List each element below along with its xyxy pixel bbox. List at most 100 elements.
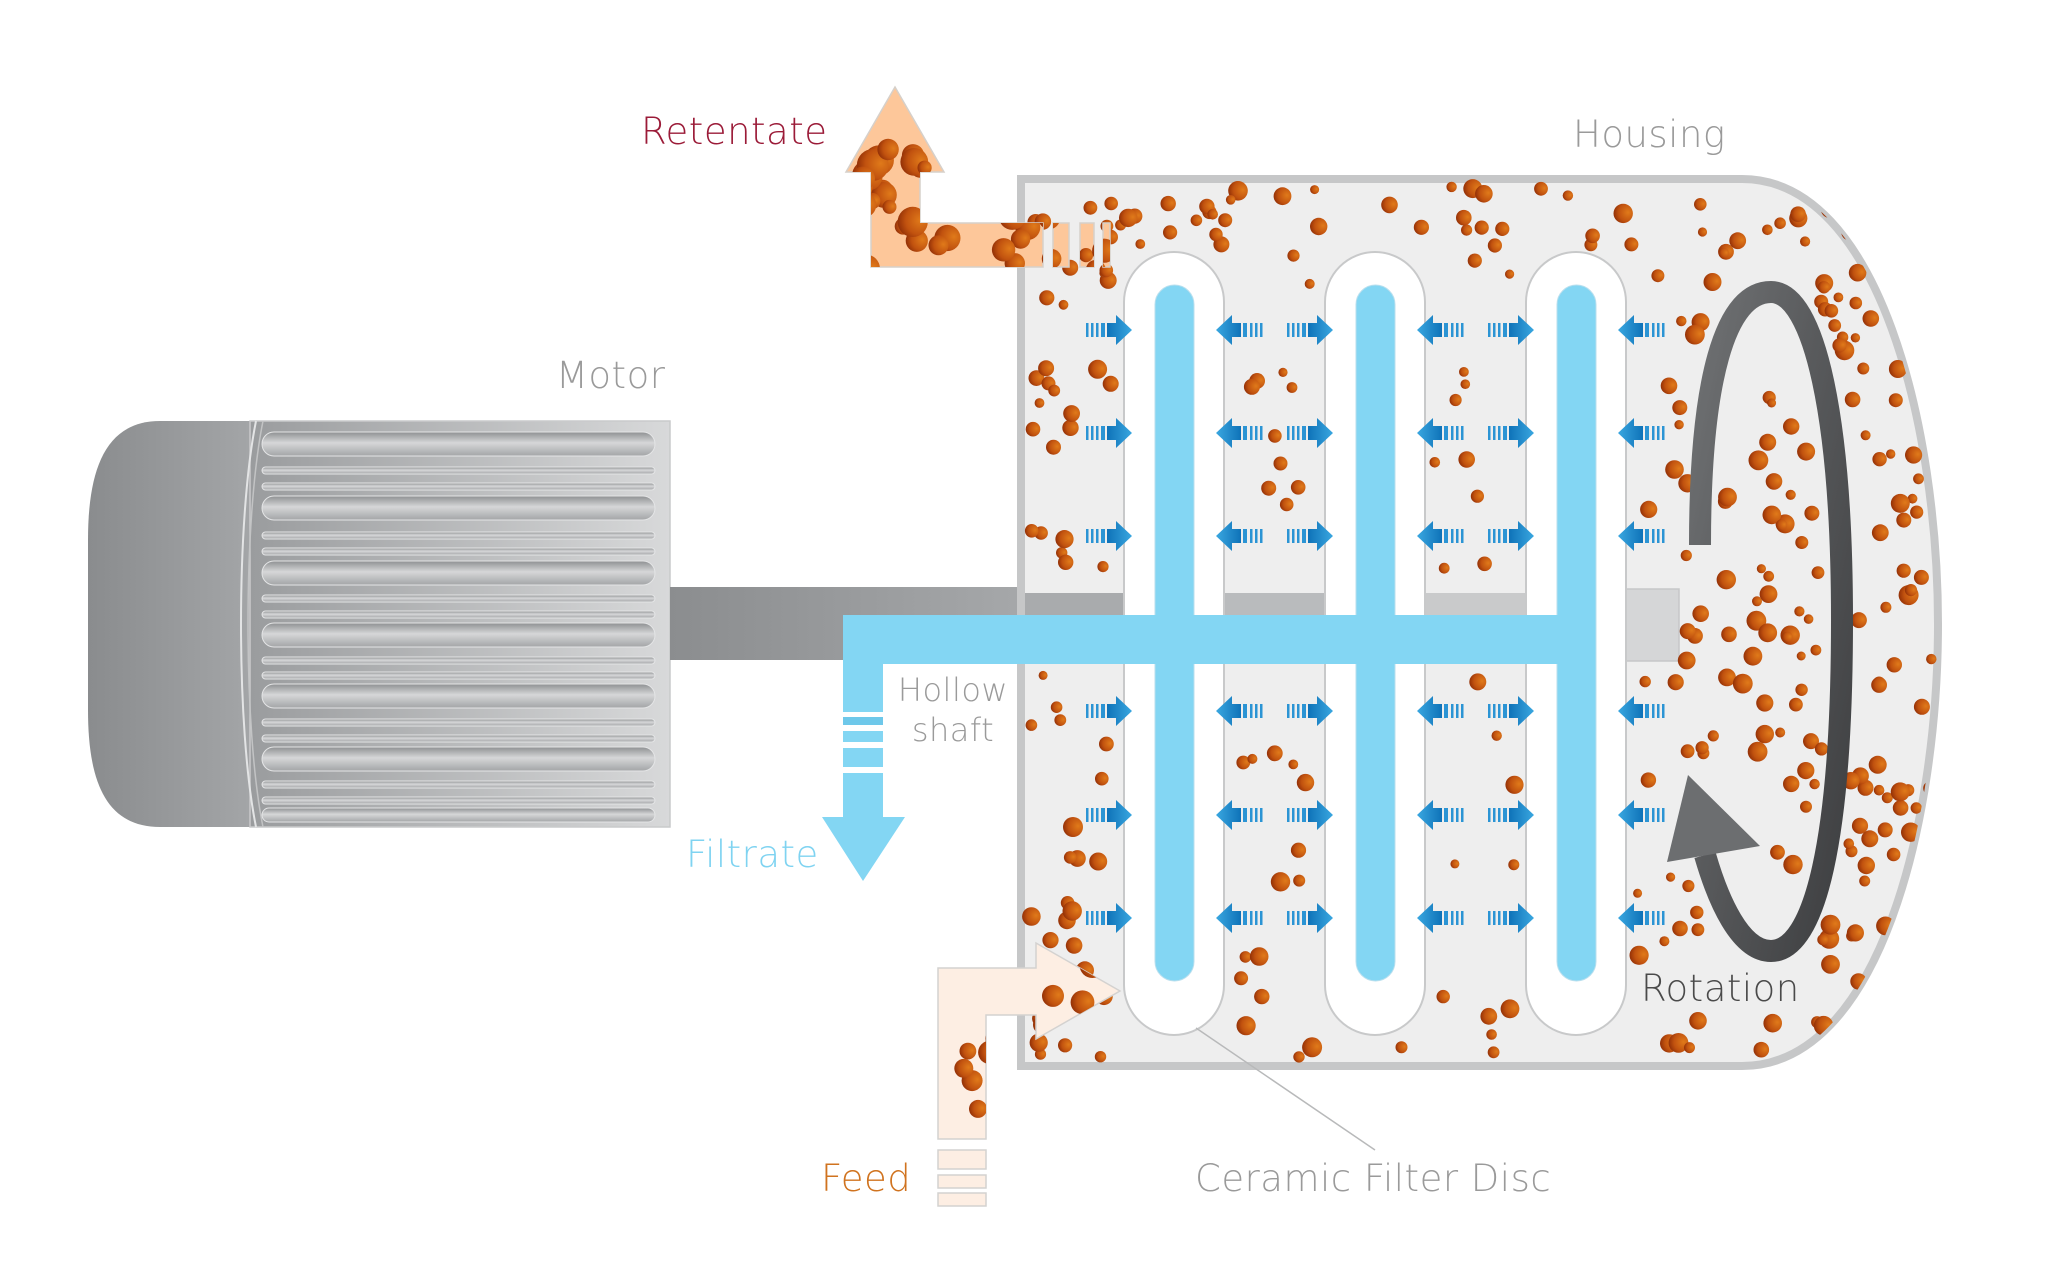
particle	[1679, 623, 1696, 640]
particle	[1803, 614, 1814, 624]
particle	[1893, 265, 1912, 283]
motor-fin	[261, 594, 656, 603]
particle	[1873, 784, 1885, 796]
particle	[1800, 800, 1812, 813]
particle	[1886, 657, 1903, 673]
particle	[846, 132, 859, 149]
permeate-arrow-left-icon	[1216, 418, 1263, 448]
particle	[1922, 346, 1937, 361]
particle	[959, 1042, 977, 1060]
particle	[1775, 519, 1788, 531]
particle	[954, 1058, 974, 1078]
particle	[969, 159, 990, 180]
particle	[1225, 195, 1236, 205]
particle	[1097, 561, 1109, 573]
particle	[931, 97, 956, 123]
particle	[1290, 480, 1306, 495]
particle	[1062, 901, 1082, 921]
particle	[1716, 570, 1737, 590]
particle	[1083, 200, 1098, 215]
housing-label: Housing	[1573, 113, 1726, 156]
particle	[1857, 856, 1876, 875]
particle	[1774, 217, 1786, 229]
particle	[931, 199, 951, 220]
particle	[1039, 290, 1055, 306]
motor-fin	[261, 495, 656, 521]
motor-fin	[261, 683, 656, 709]
particle	[1629, 945, 1649, 965]
particle	[1477, 556, 1492, 572]
particle	[1254, 988, 1270, 1005]
particle	[897, 206, 928, 237]
particle	[1892, 800, 1909, 816]
particle	[1861, 830, 1879, 848]
particle	[1029, 1033, 1048, 1052]
particle	[1758, 623, 1778, 643]
particle	[1273, 456, 1288, 471]
particle	[1871, 677, 1887, 693]
particle	[1845, 197, 1863, 215]
particle	[1099, 736, 1114, 752]
particle	[1848, 263, 1867, 282]
particle	[1021, 1181, 1036, 1196]
permeate-arrow-right-icon	[1086, 418, 1132, 448]
motor-fin	[261, 610, 656, 619]
particle	[1767, 398, 1777, 408]
particle	[985, 1025, 1013, 1053]
particle	[987, 149, 1009, 171]
particle	[1236, 1016, 1256, 1036]
particle	[1042, 932, 1059, 949]
motor-fin	[261, 466, 656, 475]
particle	[1910, 802, 1923, 814]
particle	[1633, 888, 1643, 898]
particle	[1640, 772, 1657, 788]
particle	[1278, 367, 1288, 377]
particle	[1794, 606, 1805, 617]
particle	[984, 177, 1003, 195]
particle	[1747, 741, 1768, 762]
particle	[1486, 1029, 1497, 1040]
permeate-arrow-right-icon	[1287, 903, 1333, 933]
filtrate-channel	[822, 615, 1594, 881]
particle	[1062, 419, 1079, 436]
motor-fin	[261, 560, 656, 586]
particle	[1762, 224, 1773, 236]
particle	[1249, 947, 1269, 966]
particle	[1234, 971, 1249, 986]
particle	[1467, 253, 1482, 268]
permeate-arrow-left-icon	[1417, 903, 1464, 933]
particle	[1025, 719, 1038, 731]
motor-fin	[261, 796, 656, 805]
permeate-arrow-right-icon	[1488, 696, 1534, 726]
particle	[1072, 131, 1098, 157]
particle	[1910, 505, 1924, 519]
particle	[1926, 357, 1937, 368]
particle	[846, 209, 867, 231]
particle	[1450, 859, 1460, 869]
particle	[1783, 854, 1803, 875]
particle	[1095, 771, 1109, 786]
particle	[1094, 1051, 1107, 1063]
particle	[1104, 101, 1110, 118]
particle	[1061, 1144, 1089, 1172]
particle	[1922, 245, 1937, 259]
particle	[1660, 377, 1678, 395]
permeate-arrow-right-icon	[1287, 521, 1333, 551]
particle	[1765, 473, 1783, 490]
particle	[1038, 670, 1048, 680]
motor-fin	[261, 780, 656, 789]
particle	[1886, 847, 1901, 862]
particle	[1469, 673, 1487, 691]
particle	[1888, 360, 1907, 378]
hollow-shaft-label-line1: Hollow	[897, 671, 1009, 709]
particle	[1796, 651, 1806, 661]
particle	[1429, 457, 1441, 468]
particle	[1487, 1046, 1500, 1059]
particle	[1783, 418, 1800, 435]
particle	[1843, 838, 1855, 849]
particle	[967, 190, 992, 215]
particle	[1033, 137, 1063, 167]
particle	[1640, 500, 1658, 518]
particle	[972, 184, 1001, 213]
particle	[1119, 208, 1138, 228]
